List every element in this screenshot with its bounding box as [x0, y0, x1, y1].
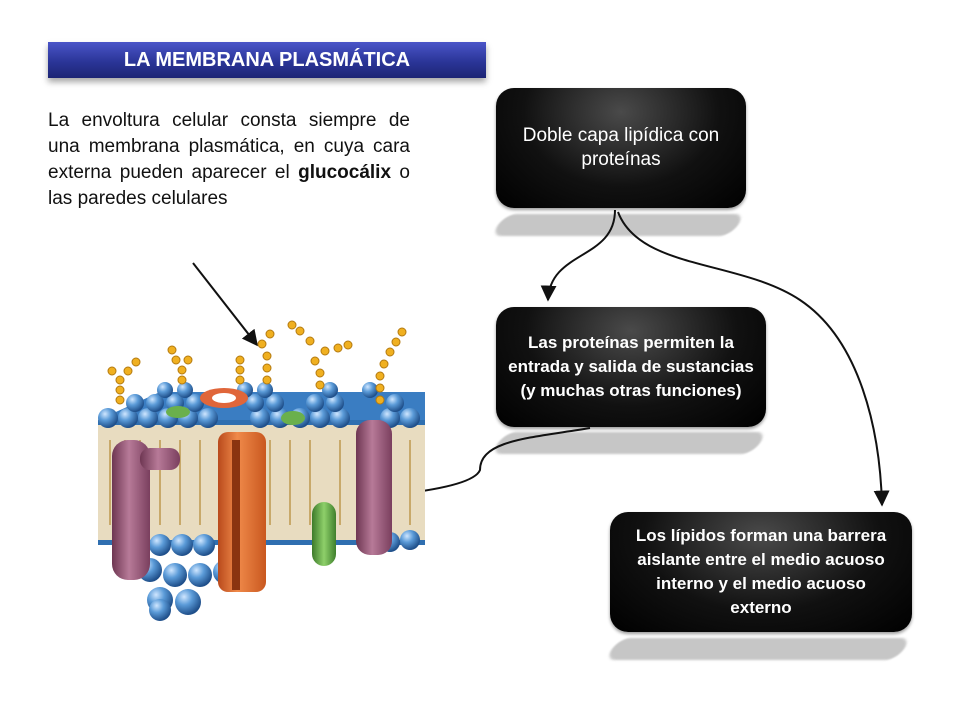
protein-green — [312, 502, 336, 566]
intro-part1: La envoltura celular consta siempre de u… — [48, 110, 410, 183]
arrow-text-to-glycocalyx — [192, 262, 258, 347]
intro-part2: o las paredes celulares — [48, 162, 410, 209]
protein-purple-left — [112, 440, 150, 580]
channel-protein — [200, 388, 266, 592]
arrow-box1-to-box3 — [617, 211, 890, 507]
box-lipids: Los lípidos forman una barrera aislante … — [610, 512, 912, 632]
box-lipids-text: Los lípidos forman una barrera aislante … — [635, 526, 887, 617]
box-lipid-bilayer-text: Doble capa lipídica con proteínas — [522, 125, 720, 170]
membrane-illustration — [98, 320, 425, 621]
page-title: LA MEMBRANA PLASMÁTICA — [48, 42, 486, 78]
box-lipid-bilayer: Doble capa lipídica con proteínas — [496, 88, 746, 208]
arrow-box1-to-box2 — [540, 209, 616, 302]
box-proteins-text: Las proteínas permiten la entrada y sali… — [508, 333, 754, 400]
box-proteins: Las proteínas permiten la entrada y sali… — [496, 307, 766, 427]
intro-bold-term: glucocálix — [298, 162, 392, 183]
intro-text: La envoltura celular consta siempre de u… — [48, 108, 410, 212]
glycocalyx-chains — [107, 320, 407, 405]
protein-purple-right — [356, 420, 392, 555]
